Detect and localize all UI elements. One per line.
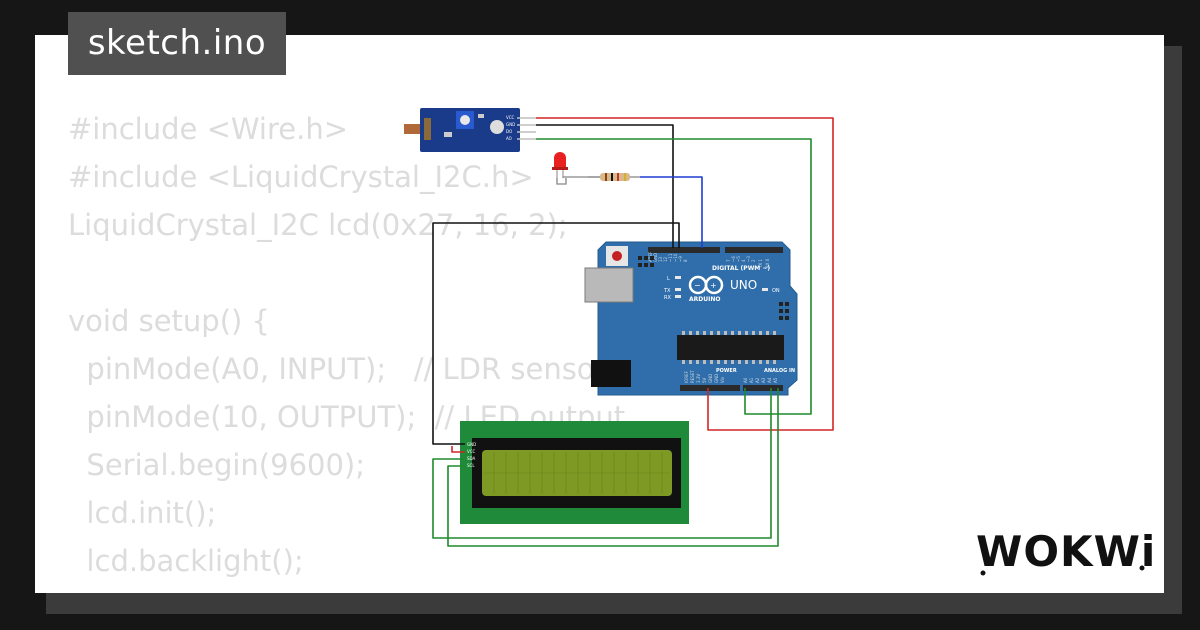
pin-label: A1 (749, 377, 754, 383)
svg-text:−: − (694, 281, 701, 290)
pin-label: 5V (702, 377, 707, 383)
wire-green[interactable] (536, 138, 812, 415)
on-led (762, 288, 768, 291)
code-line: lcd.backlight(); (68, 544, 304, 578)
pin-label: 2 (751, 259, 756, 262)
arduino-infinity-icon: − + (688, 275, 724, 295)
wire-blue[interactable] (640, 176, 703, 248)
pin-label: ~6 (731, 256, 736, 262)
wokwi-logo-text: WOKWi (976, 527, 1154, 576)
pin-label: 12 (663, 256, 668, 262)
code-line: LiquidCrystal_I2C lcd(0x27, 16, 2); (68, 208, 568, 242)
wire-gray (562, 176, 600, 178)
on-label: ON (772, 288, 780, 294)
photoresistor (404, 124, 420, 134)
pin-label: RX 0 (765, 258, 770, 268)
pin-label: GND (708, 374, 713, 383)
rx-label: RX (664, 295, 671, 301)
pin-label: DO (506, 129, 512, 134)
code-line: #include <LiquidCrystal_I2C.h> (68, 160, 534, 194)
pin-label: GND (714, 374, 719, 383)
pin-label: A4 (767, 377, 772, 383)
pin-label: Vin (720, 376, 725, 383)
tx-label: TX (663, 288, 671, 294)
pin-label: ~11 (668, 253, 673, 262)
pin-label: RESET (690, 370, 695, 383)
pin-label: SCL (467, 463, 475, 468)
power-jack (591, 360, 631, 387)
pin-label: ~5 (736, 256, 741, 262)
pin-label: VCC (506, 115, 515, 120)
l-led-label: L (667, 276, 670, 282)
pin-label: GND (653, 253, 658, 262)
pin-label: 7 (726, 259, 731, 262)
code-line: Serial.begin(9600); (68, 448, 366, 482)
board-model: UNO (730, 278, 757, 292)
usb-port (584, 267, 634, 303)
pin-label: VCC (467, 449, 476, 454)
tx-led (675, 288, 681, 291)
pin-label: 4 (741, 259, 746, 262)
pin-label: TX 1 (758, 259, 763, 269)
l-led (675, 276, 681, 279)
wokwi-logo: WOKWi (976, 527, 1154, 576)
wires (432, 117, 834, 547)
code-line: delay(1000); (68, 585, 625, 593)
pin-label: SDA (467, 456, 476, 461)
pin-label: GND (467, 442, 476, 447)
code-preview: #include <Wire.h> #include <LiquidCrystal… (68, 105, 625, 593)
svg-text:+: + (710, 281, 717, 290)
analog-header (743, 385, 783, 391)
pin-label: 13 (658, 256, 663, 262)
pin-label: ~9 (678, 256, 683, 262)
wire-red[interactable] (451, 446, 465, 453)
analog-label: ANALOG IN (764, 368, 795, 374)
code-line: pinMode(A0, INPUT); // LDR sensor (68, 352, 607, 386)
pin-label: ~3 (746, 256, 751, 262)
code-line: #include <Wire.h> (68, 112, 349, 146)
pin-label: A2 (755, 377, 760, 383)
wire-green[interactable] (447, 388, 779, 547)
wire-green[interactable] (432, 388, 772, 539)
board-brand: ARDUINO (689, 296, 720, 303)
pin-label: GND (506, 122, 515, 127)
pin-label: ~10 (673, 253, 678, 262)
wire-black[interactable] (536, 124, 674, 248)
wire-gray (556, 178, 567, 185)
digital-label: DIGITAL (PWM ~) (712, 265, 770, 272)
pin-label: A5 (773, 377, 778, 383)
code-line: void setup() { (68, 304, 270, 338)
wire-red[interactable] (536, 117, 834, 431)
code-line: lcd.init(); (68, 496, 217, 530)
pin-label: A3 (761, 377, 766, 383)
icsp-header (638, 256, 789, 320)
resistor[interactable] (588, 173, 640, 181)
arduino-uno-board[interactable]: AREF GND 13 12 ~11 ~10 ~9 8 7 ~6 ~5 4 ~3… (584, 241, 798, 396)
rx-led (675, 295, 681, 298)
pin-label: 8 (683, 259, 688, 262)
filename-tab[interactable]: sketch.ino (68, 12, 286, 75)
pin-label: AO (506, 136, 512, 141)
pin-label: IOREF (684, 370, 689, 383)
pin-label: 3.3V (696, 374, 701, 383)
digital-header (648, 247, 720, 253)
power-label: POWER (716, 368, 737, 374)
digital-header (725, 247, 783, 253)
wire-black[interactable] (432, 222, 680, 445)
atmega-chip (677, 335, 784, 360)
power-header (680, 385, 740, 391)
pin-label: A0 (743, 377, 748, 383)
lcd-16x2-i2c[interactable]: GND VCC SDA SCL (460, 421, 689, 524)
red-led[interactable] (552, 152, 568, 178)
ldr-sensor-module[interactable]: VCC GND DO AO (404, 108, 536, 152)
